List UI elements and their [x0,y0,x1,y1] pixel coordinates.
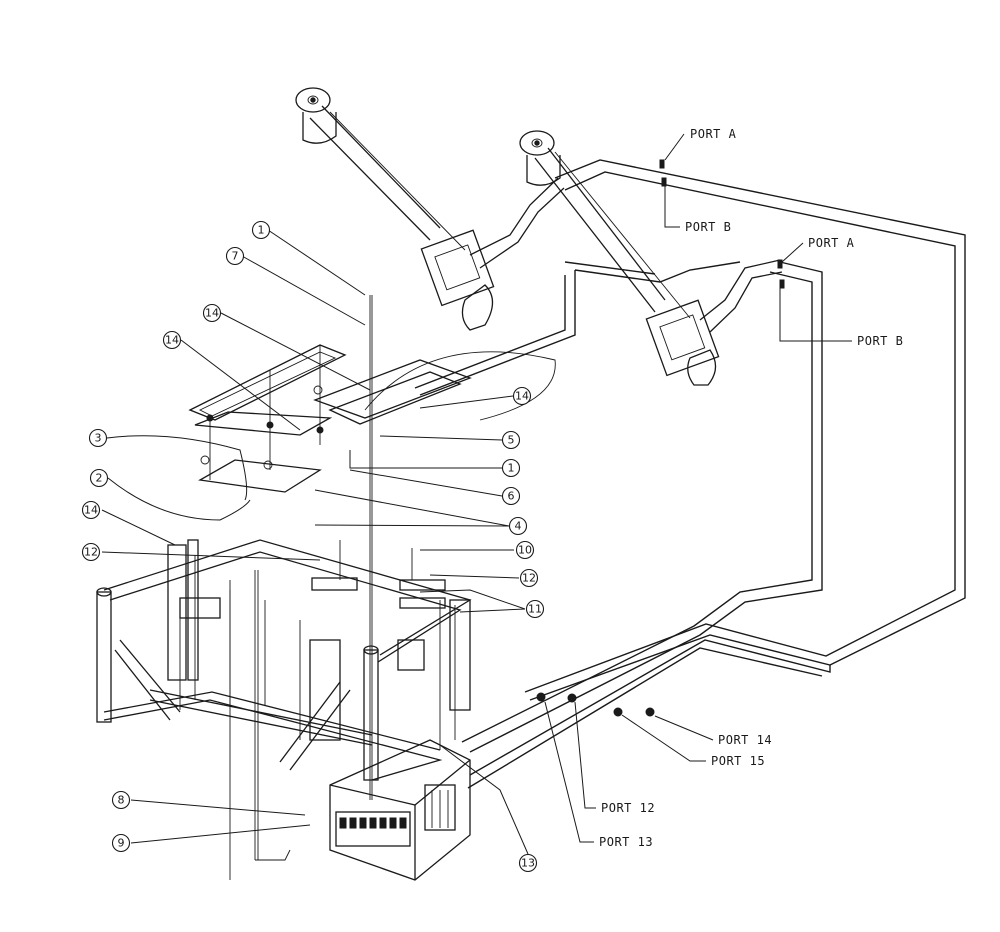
port-b-label-right: PORT B [857,334,903,348]
callout-1-top: 1 [251,220,271,240]
vertical-rods [229,295,373,880]
callout-number: 12 [522,572,536,585]
callout-number: 2 [96,472,103,485]
callout-number: 6 [508,490,515,503]
port-14-label: PORT 14 [718,733,772,747]
callout-number: 3 [95,432,102,445]
callout-number: 9 [118,837,125,850]
callout-4: 4 [508,516,528,536]
callout-number: 12 [84,546,98,559]
callout-14-right: 14 [512,386,532,406]
port-labels: PORT A PORT B PORT A PORT B PORT 14 PORT… [599,127,903,849]
callout-11: 11 [525,599,545,619]
terminal-row [339,817,407,829]
callout-14-lower: 14 [81,500,101,520]
callout-10: 10 [515,540,535,560]
motor-assembly-right [519,130,783,386]
callout-number: 5 [508,434,515,447]
callout-number: 1 [508,462,515,475]
port-a-label-right: PORT A [808,236,855,250]
electrical-box [329,739,471,881]
callout-1-middle: 1 [501,458,521,478]
port-fittings [536,159,785,717]
callout-number: 7 [232,250,239,263]
motor-assembly-left [295,87,565,331]
callout-number: 8 [118,794,125,807]
callout-9: 9 [111,833,131,853]
callout-12-left: 12 [81,542,101,562]
callout-2: 2 [89,468,109,488]
callout-13: 13 [518,853,538,873]
hose-routing [414,159,966,789]
port-15-label: PORT 15 [711,754,765,768]
callout-5: 5 [501,430,521,450]
callout-number: 13 [521,857,535,870]
callout-number: 14 [165,334,179,347]
leader-lines [101,133,852,855]
port-b-label-upper: PORT B [685,220,731,234]
callout-number: 14 [84,504,98,517]
callout-7: 7 [225,246,245,266]
callout-number: 4 [515,520,522,533]
callout-14-upper: 14 [202,303,222,323]
port-a-label-upper: PORT A [690,127,737,141]
callout-number: 14 [515,390,529,403]
callout-8: 8 [111,790,131,810]
callout-number: 11 [528,603,542,616]
main-frame [96,539,472,781]
port-12-label: PORT 12 [601,801,655,815]
callout-3: 3 [88,428,108,448]
callout-14-left: 14 [162,330,182,350]
port-13-label: PORT 13 [599,835,653,849]
callout-number: 1 [258,224,265,237]
callout-number: 14 [205,307,219,320]
callout-12-right: 12 [519,568,539,588]
callout-6: 6 [501,486,521,506]
callout-number: 10 [518,544,532,557]
